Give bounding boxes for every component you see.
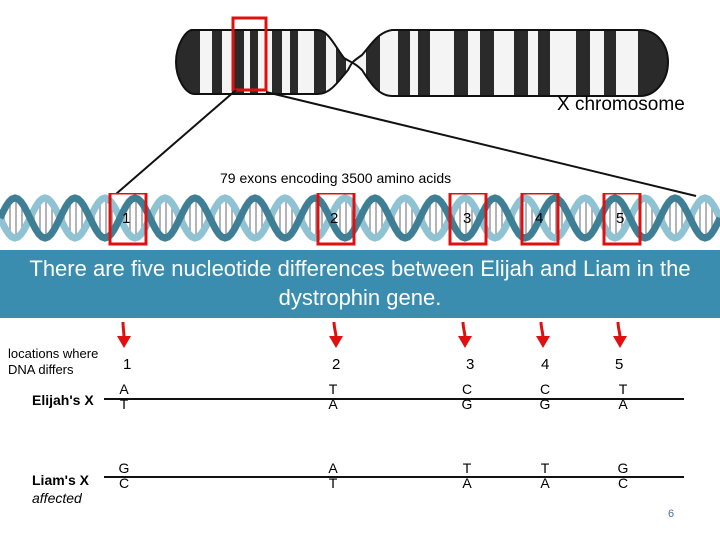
position-5: 5 [615, 356, 624, 373]
zoom-line-right [265, 91, 697, 197]
position-4: 4 [541, 356, 550, 373]
dna-marker-box-3 [448, 193, 488, 246]
elijah-strand-line [104, 398, 684, 400]
dna-marker-box-5 [602, 193, 642, 246]
elijah-label: Elijah's X [32, 392, 94, 408]
dna-marker-box-1 [108, 193, 148, 246]
position-2: 2 [332, 356, 341, 373]
chromosome-diagram [115, 16, 697, 197]
down-arrow-icon [117, 321, 131, 348]
dna-marker-label-2: 2 [330, 210, 339, 227]
dna-marker-box-2 [316, 193, 356, 246]
liam-sublabel: affected [32, 490, 82, 506]
down-arrow-icon [329, 321, 343, 348]
liam-label: Liam's X [32, 472, 90, 488]
page-number: 6 [668, 508, 675, 520]
dna-helix [0, 193, 720, 246]
dna-marker-label-4: 4 [535, 210, 544, 227]
summary-banner: There are five nucleotide differences be… [0, 250, 720, 318]
position-3: 3 [466, 356, 475, 373]
zoom-line-left [115, 89, 237, 195]
down-arrow-icon [458, 321, 472, 348]
dna-marker-label-5: 5 [616, 210, 625, 227]
down-arrow-icon [536, 321, 550, 348]
chromosome-highlight-box [231, 16, 268, 92]
liam-strand-line [104, 476, 684, 478]
chromosome [176, 30, 668, 96]
arrow-row [117, 321, 627, 348]
chromosome-label: X chromosome [557, 94, 685, 115]
locations-label: locations where DNA differs [8, 346, 99, 377]
down-arrow-icon [613, 321, 627, 348]
dna-marker-label-1: 1 [122, 210, 131, 227]
dna-marker-box-4 [520, 193, 560, 246]
exon-caption: 79 exons encoding 3500 amino acids [220, 170, 452, 186]
position-1: 1 [123, 356, 132, 373]
dna-marker-label-3: 3 [463, 210, 472, 227]
